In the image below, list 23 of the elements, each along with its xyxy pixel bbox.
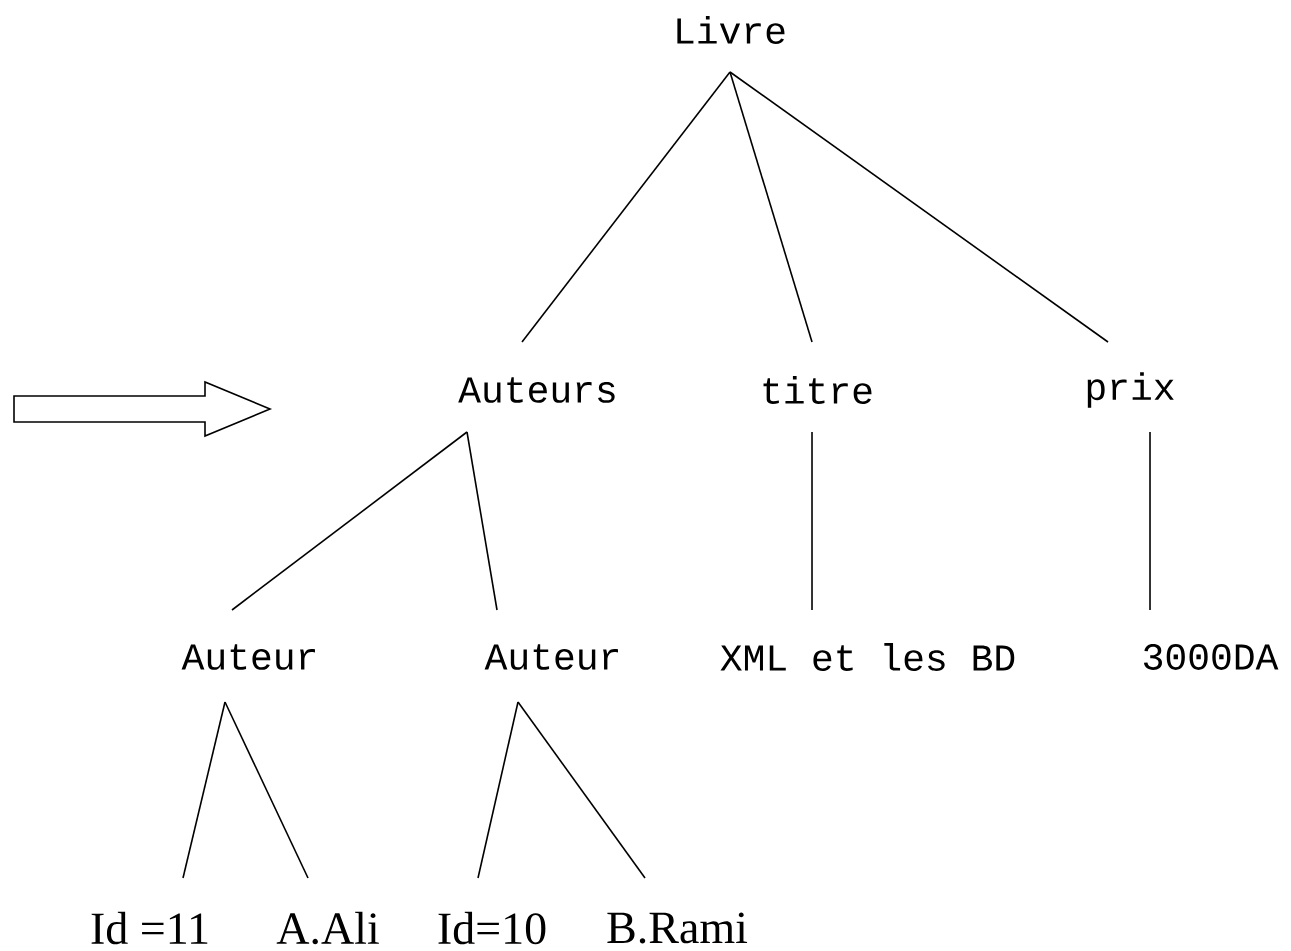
tree-branch-line: [517, 701, 646, 879]
tree-node-label: Id=10: [438, 911, 546, 945]
tree-branch-line: [729, 71, 813, 343]
tree-node-label: Id =11: [91, 911, 208, 945]
tree-node-label: 3000DA: [1143, 644, 1279, 670]
tree-branch-line: [231, 431, 468, 611]
tree-node-label: Auteur: [181, 644, 315, 670]
tree-branch-line: [521, 71, 731, 343]
tree-branch-line: [811, 431, 813, 611]
tree-node-label: Auteurs: [458, 377, 615, 403]
tree-branch-line: [729, 71, 1109, 343]
tree-node-label: Livre: [677, 16, 785, 44]
tree-node-label: prix: [1087, 372, 1174, 408]
tree-branch-line: [466, 431, 498, 611]
tree-node-label: Auteur: [484, 644, 618, 670]
tree-node-label: XML et les BD: [720, 643, 1015, 671]
tree-branch-line: [224, 701, 309, 879]
tree-node-label: A.Ali: [276, 911, 379, 945]
tree-node-label: B.Rami: [607, 912, 748, 944]
tree-branch-line: [182, 701, 226, 879]
tree-node-label: titre: [763, 376, 872, 404]
tree-branch-line: [477, 701, 519, 879]
tree-branch-line: [1149, 431, 1151, 611]
